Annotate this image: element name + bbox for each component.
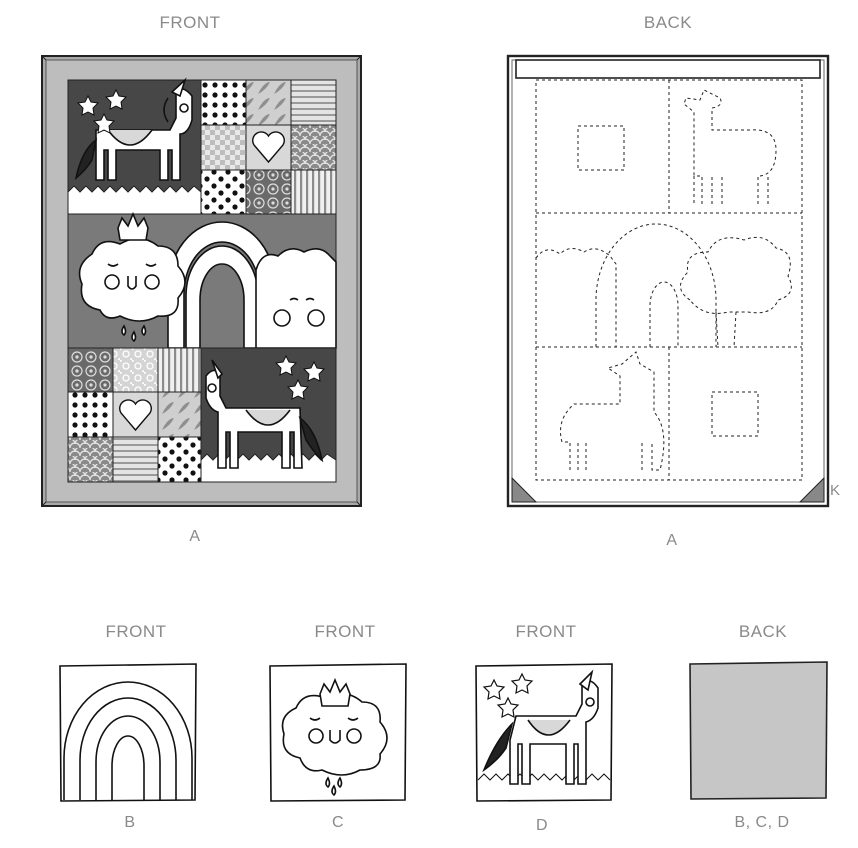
back-a-quilt: K: [506, 54, 840, 508]
stars-bottom: [274, 354, 326, 400]
back-a-caption: A: [666, 532, 678, 549]
unicorn-bottom: [205, 359, 324, 469]
front-a-caption: A: [189, 528, 201, 545]
stars-front-d: [482, 672, 534, 719]
unicorn-top: [74, 77, 193, 181]
cloud-front-c: [281, 677, 388, 797]
front-d-caption: D: [535, 817, 549, 834]
unicorn-front-d: [482, 669, 599, 785]
patchwork-bottom: [67, 347, 202, 483]
stars-top: [76, 88, 128, 134]
cloud-front-a: [78, 211, 186, 343]
front-a-heading: FRONT: [159, 13, 221, 32]
sun-front-a: [255, 248, 337, 349]
patchwork-top: [200, 79, 337, 215]
front-a-quilt: [41, 55, 362, 507]
svg-text:K: K: [830, 482, 840, 499]
front-d-heading: FRONT: [515, 622, 577, 641]
front-b-panel: [59, 663, 197, 802]
back-bcd-heading: BACK: [738, 622, 788, 641]
front-b-heading: FRONT: [105, 622, 167, 641]
front-c-heading: FRONT: [314, 622, 376, 641]
front-c-panel: [269, 663, 407, 802]
front-b-caption: B: [124, 814, 136, 831]
back-a-heading: BACK: [643, 13, 693, 32]
back-bcd-panel: [689, 661, 828, 800]
front-c-caption: C: [331, 814, 345, 831]
front-d-panel: [475, 663, 613, 802]
back-bcd-caption: B, C, D: [734, 814, 790, 831]
